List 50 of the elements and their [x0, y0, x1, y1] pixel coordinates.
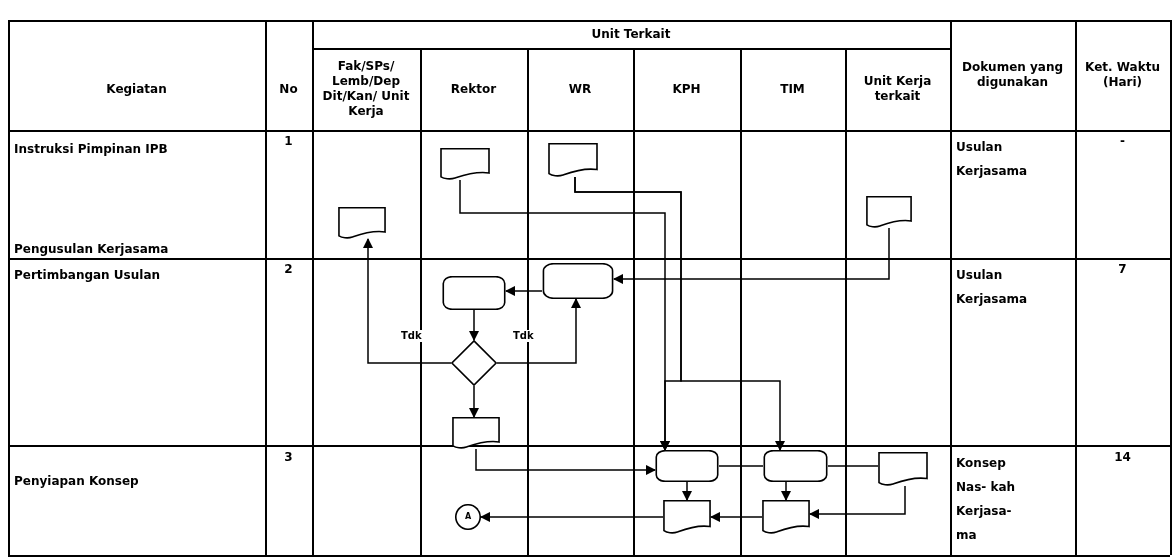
- column-header: TIM: [780, 81, 805, 97]
- table-cell: Pengusulan Kerjasama: [14, 242, 169, 256]
- document-shape: [452, 417, 500, 449]
- table-cell: Konsep Nas- kah Kerjasa- ma: [956, 456, 1016, 542]
- connector-arrow: [681, 481, 693, 502]
- column-header: No: [279, 81, 298, 97]
- connector-arrow: [475, 448, 657, 476]
- document-shape: [338, 207, 386, 239]
- connector-arrow: [612, 227, 890, 285]
- edge-label: Tdk: [512, 330, 535, 342]
- process-box: [763, 450, 828, 482]
- table-cell-text: 14: [1114, 450, 1131, 466]
- document-shape: [762, 500, 810, 534]
- column-header: Kegiatan: [106, 81, 167, 97]
- table-cell-text: -: [1120, 134, 1125, 150]
- document-shape: [663, 500, 711, 534]
- connector-arrow: [468, 309, 480, 342]
- process-box: [542, 263, 614, 299]
- column-header: Dokumen yang digunakan: [960, 60, 1065, 90]
- column-header: Fak/SPs/ Lemb/Dep Dit/Kan/ Unit Kerja: [321, 59, 411, 119]
- document-shape: [866, 196, 912, 228]
- process-box: [442, 276, 506, 310]
- document-shape: [440, 148, 490, 180]
- table-cell-text: 7: [1118, 262, 1127, 278]
- table-cell-text: 3: [284, 450, 293, 466]
- table-cell: Usulan Kerjasama: [956, 268, 1028, 306]
- table-cell: Instruksi Pimpinan IPB: [14, 142, 168, 156]
- document-shape: [878, 452, 928, 486]
- table-cell-text: 1: [284, 134, 293, 150]
- connector-arrow: [496, 297, 582, 364]
- connector-arrow: [504, 285, 543, 297]
- column-header: Rektor: [450, 81, 497, 97]
- edge-label: Tdk: [400, 330, 423, 342]
- connector-arrow: [574, 176, 786, 452]
- connector-arrow: [468, 385, 480, 419]
- table-cell-text: 2: [284, 262, 293, 278]
- table-cell: Penyiapan Konsep: [14, 474, 139, 488]
- table-cell: Usulan Kerjasama: [956, 140, 1028, 178]
- document-shape: [548, 143, 598, 177]
- table-cell: Pertimbangan Usulan: [14, 268, 161, 282]
- decision-diamond: [451, 340, 497, 386]
- connector-arrow: [780, 481, 792, 502]
- connector-arrow: [362, 237, 452, 364]
- column-header: Unit Kerja terkait: [862, 74, 933, 104]
- column-header: Ket. Waktu (Hari): [1084, 60, 1161, 90]
- column-header: KPH: [672, 81, 701, 97]
- column-header: Unit Terkait: [591, 26, 671, 42]
- process-box: [655, 450, 719, 482]
- connector-arrow: [479, 511, 664, 523]
- column-header: WR: [568, 81, 592, 97]
